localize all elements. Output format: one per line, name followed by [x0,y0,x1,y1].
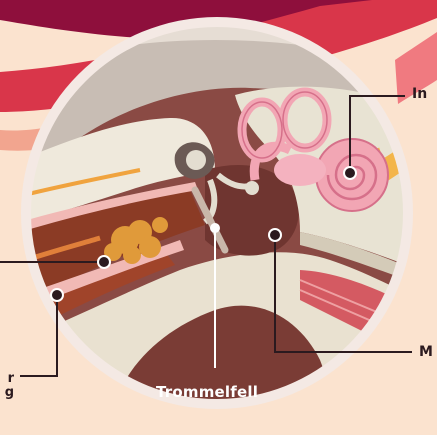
label-ear-canal: r g [0,372,14,400]
label-ear-canal-line1: r [0,372,14,386]
ear-canal-pointer-dot [51,289,63,301]
middle-ear-pointer-dot [269,229,281,241]
earwax-pointer-dot [98,256,110,268]
label-ear-canal-line2: g [0,386,14,400]
label-middle-ear: M [419,344,433,360]
label-inner-ear: In [412,86,427,102]
label-eardrum: Trommelfell [156,383,258,401]
inner-ear-pointer-dot [344,167,356,179]
eardrum-pointer-dot [210,223,220,233]
